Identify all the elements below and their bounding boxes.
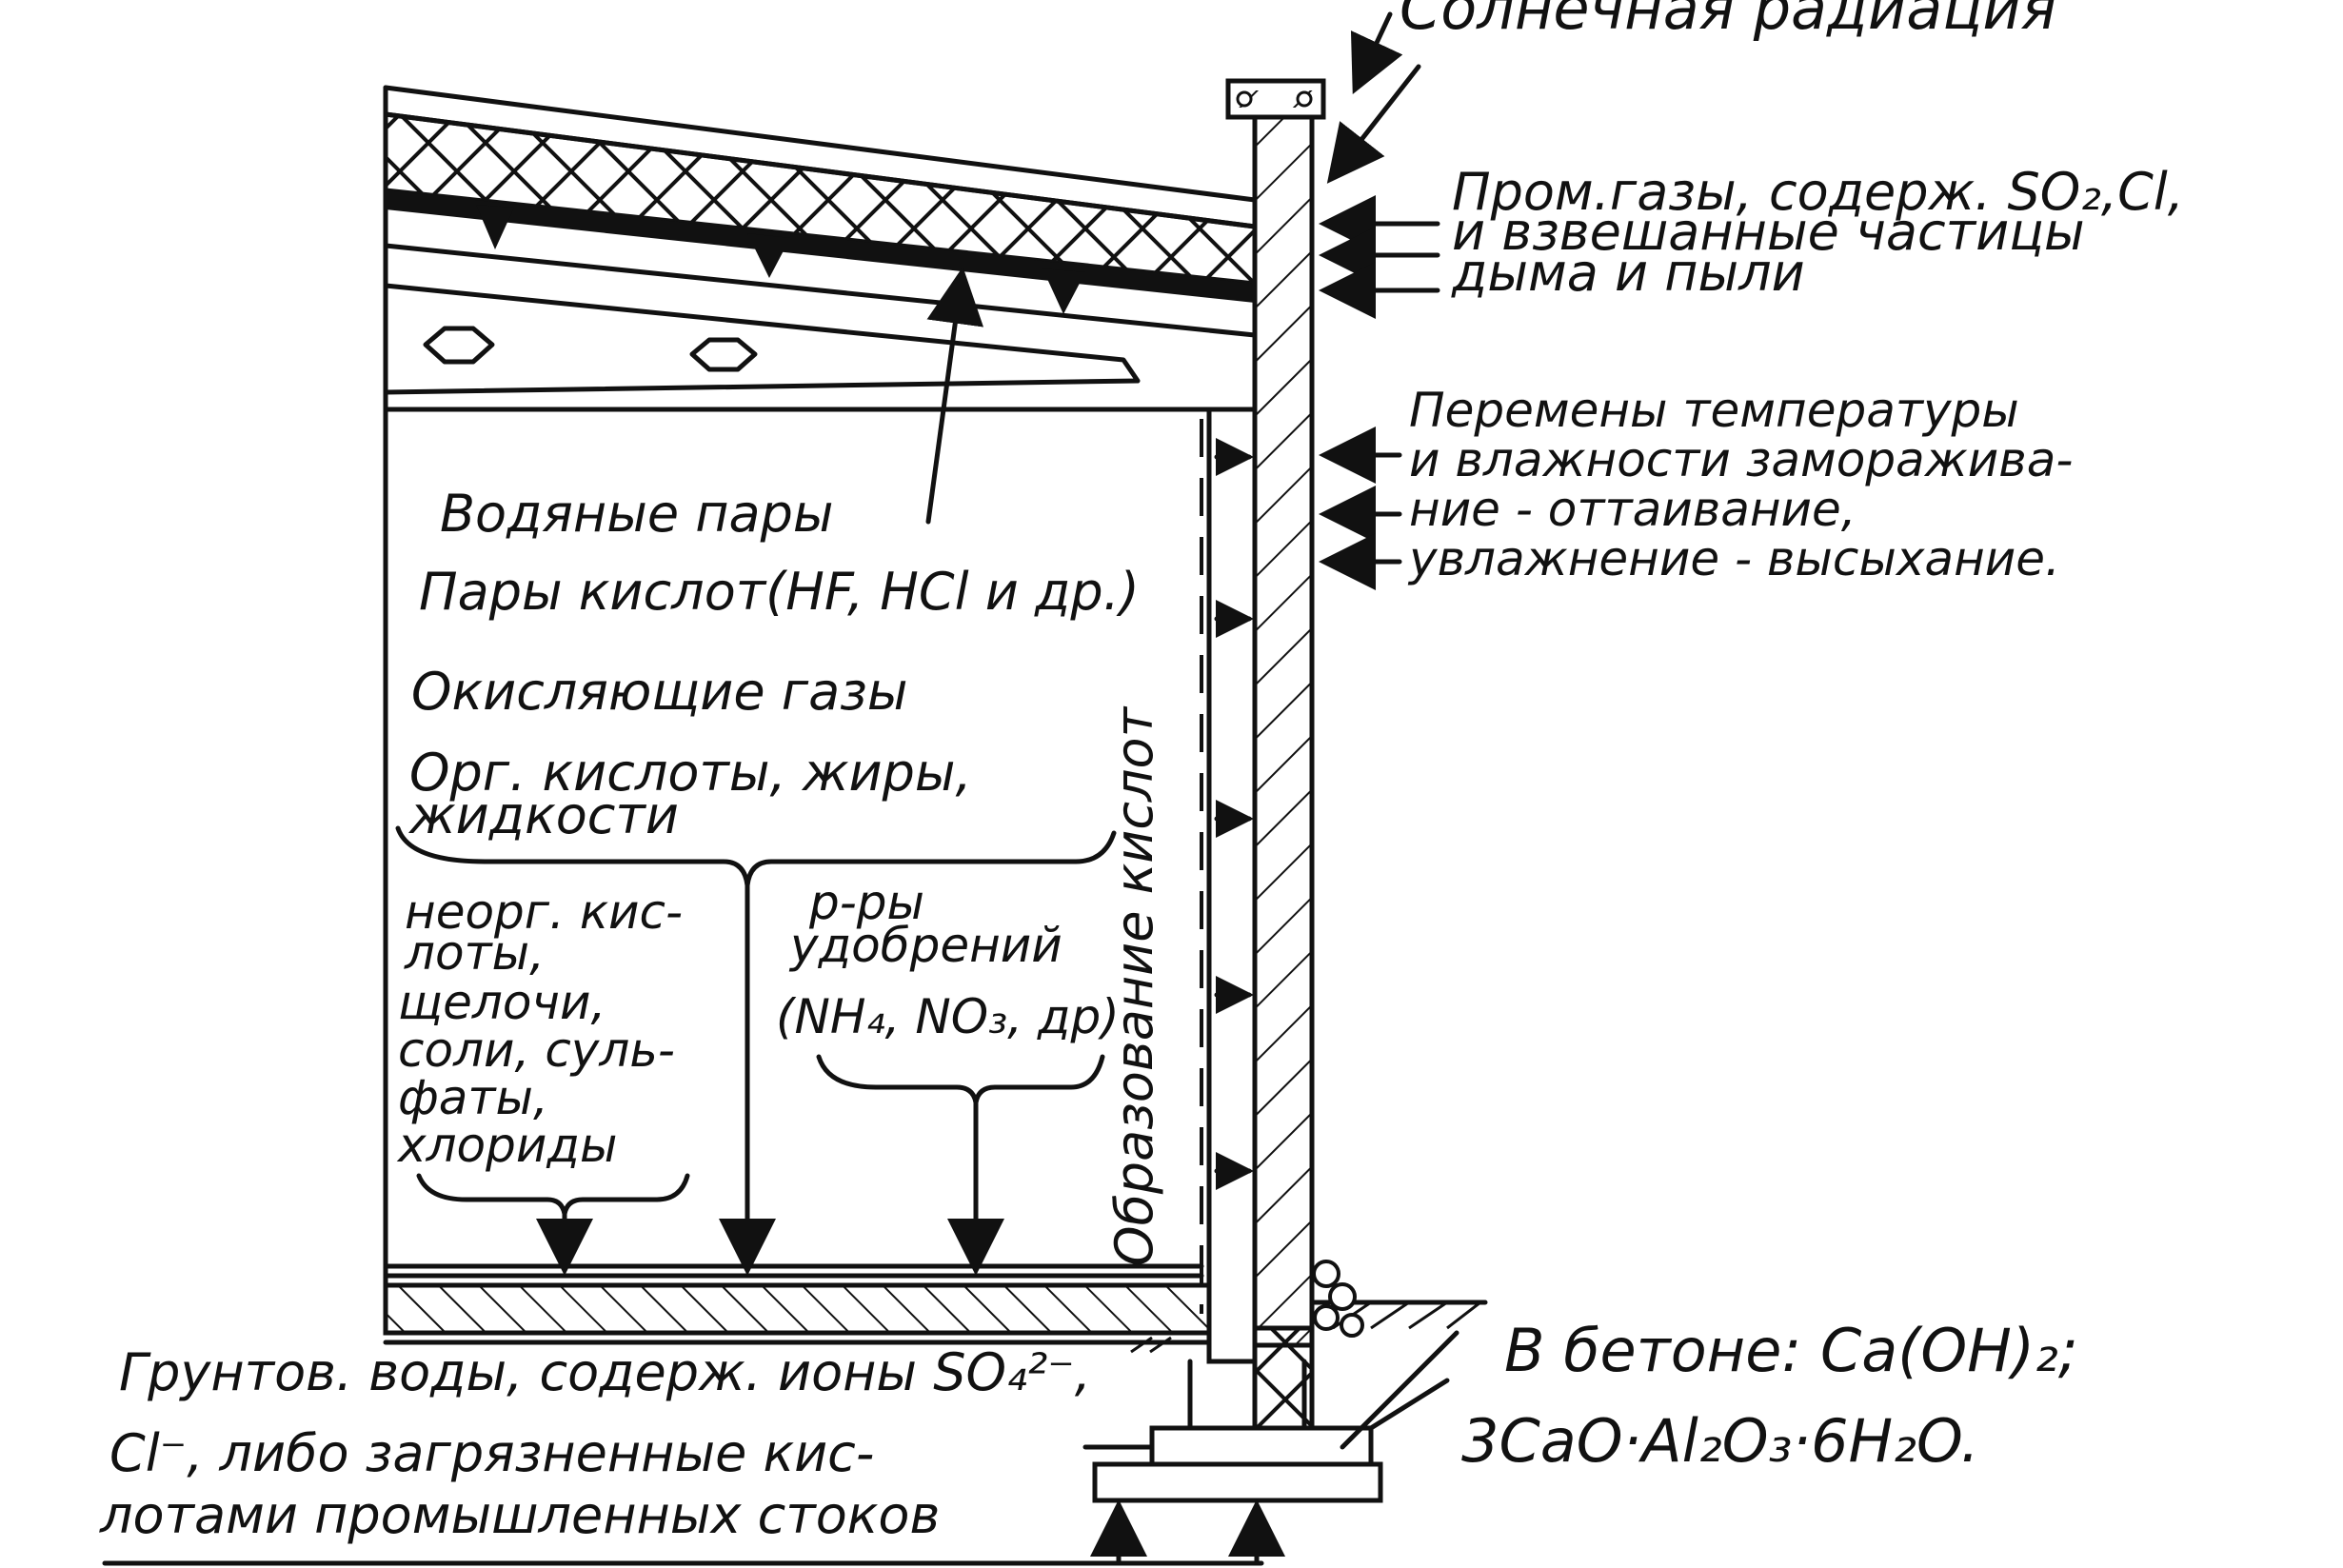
groundwater-line-2: Cl⁻, либо загрязненные кис-: [109, 1423, 874, 1483]
fertilizer-line-3: (NH₄, NO₃, др): [776, 989, 1120, 1044]
temperature-line-3: ние - оттаивание,: [1409, 482, 1857, 537]
fertilizer-line-1: р-ры: [808, 875, 924, 930]
ground-right: [1130, 1260, 1488, 1354]
acid-formation-label: Образование кислот: [1104, 705, 1164, 1266]
industrial-gases-line-1: Пром.газы, содерж. SO₂,Cl,: [1452, 162, 2184, 222]
industrial-gases-line-3: дыма и пыли: [1451, 243, 1805, 303]
organic-acids-line-2: жидкости: [407, 785, 679, 845]
in-concrete-line-2: 3CaO·Al₂O₃·6H₂O.: [1461, 1406, 1979, 1476]
temperature-line-4: увлажнение - высыхание.: [1407, 531, 2060, 586]
in-concrete-line-1: В бетоне: Ca(OH)₂;: [1504, 1316, 2078, 1385]
industrial-gases-line-2: и взвешанные частицы: [1452, 202, 2085, 262]
interior-arrows: [395, 267, 1117, 1276]
inorganic-line-3: щелочи,: [398, 975, 606, 1030]
acid-vapors-label: Пары кислот(HF, HCl и др.): [419, 562, 1140, 622]
roof: [383, 85, 1258, 412]
inorganic-line-6: хлориды: [396, 1118, 617, 1173]
floor: [383, 1263, 1212, 1345]
groundwater-line-1: Грунтов. воды, содерж. ионы SO₄²⁻,: [119, 1342, 1091, 1402]
bolt-icon: [423, 326, 495, 365]
organic-acids-line-1: Орг. кислоты, жиры,: [409, 743, 972, 803]
oxidizing-gases-label: Окисляющие газы: [411, 662, 908, 722]
inorganic-line-1: неорг. кис-: [405, 884, 683, 940]
inorganic-line-2: лоты,: [404, 925, 545, 981]
temperature-line-1: Перемены температуры: [1409, 383, 2019, 438]
temperature-line-2: и влажности заморажива-: [1409, 432, 2073, 487]
solar-radiation-label: Солнечная радиация: [1400, 0, 2056, 43]
water-vapor-label: Водяные пары: [440, 484, 834, 544]
bolt-icon: [689, 337, 758, 372]
foundation: [1082, 1330, 1459, 1564]
fertilizer-line-2: удобрений: [788, 918, 1062, 973]
inorganic-line-4: соли, суль-: [398, 1022, 675, 1078]
inorganic-line-5: фаты,: [398, 1070, 548, 1125]
groundwater-line-3: лотами промышленных стоков: [99, 1485, 940, 1545]
external-arrows: [1319, 11, 1440, 590]
